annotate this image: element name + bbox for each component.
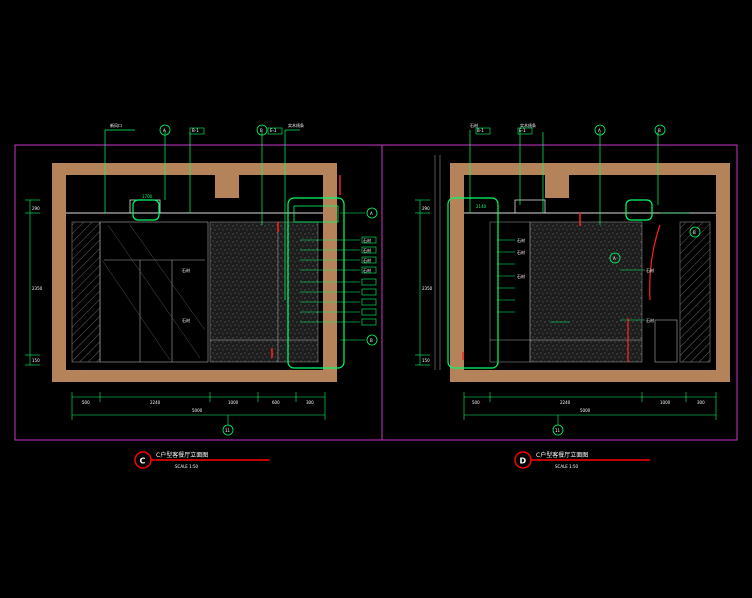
top-dim-d: 2140: [476, 204, 487, 209]
left-dim-c-2: 150: [32, 358, 40, 363]
hatched-panel-d: [679, 221, 711, 363]
top-dim-c: 1700: [142, 194, 153, 199]
left-dim-d-0: 290: [422, 206, 430, 211]
tag-circle-d-top-1: [594, 124, 606, 136]
label-c-6: 石材: [182, 267, 190, 273]
tag-circle-c-right-1: [366, 207, 378, 219]
drawing-title-c: C户型客餐厅立面图: [156, 451, 208, 459]
overall-dim-c: 5000: [192, 408, 203, 413]
beam-left: [215, 163, 239, 198]
detail-box-c-2: [287, 197, 345, 369]
label-c-1: 实木线条: [288, 122, 304, 128]
label-d-6: 石材: [646, 317, 654, 323]
left-dim-d-2: 150: [422, 358, 430, 363]
bottom-dim-c-2: 1000: [228, 400, 239, 405]
top-tag-d-0: A: [598, 128, 601, 133]
top-tag-sub-d-1: E-1: [519, 128, 526, 133]
title-block-c: C C户型客餐厅立面图 SCALE 1:50: [134, 451, 270, 469]
tag-circle-d-right-1: [609, 252, 621, 264]
label-c-2: 石材: [363, 237, 371, 243]
label-d-3: 石材: [517, 249, 525, 255]
right-tag-c-1: B: [370, 338, 373, 343]
bottom-dim-c-0: 500: [82, 400, 90, 405]
label-d-1: 实木线条: [520, 122, 536, 128]
detail-box-d-1: [447, 197, 499, 369]
tag-circle-d-right-2: [689, 226, 701, 238]
label-c-7: 石材: [182, 317, 190, 323]
tag-circle-c-top-1: [159, 124, 171, 136]
wall-leftside-left: [52, 163, 66, 382]
wall-rightside-right: [716, 163, 730, 382]
elevation-d: [415, 124, 730, 436]
label-d-5: 石材: [646, 267, 654, 273]
top-tag-c-1: B: [260, 128, 263, 133]
axis-circle-d: [552, 424, 564, 436]
bottom-dim-c-1: 2240: [150, 400, 161, 405]
top-tag-sub-c-0: B-1: [192, 128, 199, 133]
wall-rightside-left: [323, 163, 337, 382]
wall-top-left: [52, 163, 337, 175]
hatched-panel-c: [71, 221, 101, 363]
left-dim-d-1: 2350: [422, 286, 433, 291]
wall-top-right: [450, 163, 730, 175]
right-tag-d-0: A: [613, 256, 616, 261]
tag-circle-d-top-2: [654, 124, 666, 136]
top-tag-d-1: B: [658, 128, 661, 133]
wall-leftside-right: [450, 163, 464, 382]
label-c-0: 新风口: [110, 122, 122, 128]
top-tag-sub-d-0: B-1: [477, 128, 484, 133]
label-d-0: 石材: [470, 122, 478, 128]
right-tag-d-1: B: [693, 230, 696, 235]
elevation-c: [25, 124, 378, 436]
label-d-4: 石材: [517, 273, 525, 279]
axis-tag-c: 11: [225, 428, 231, 433]
wall-bottom-left: [52, 370, 337, 382]
drawing-scale-d: SCALE 1:50: [555, 464, 579, 469]
beam-right: [545, 163, 569, 198]
top-tag-sub-c-1: E-1: [270, 128, 277, 133]
wall-bottom-right: [450, 370, 730, 382]
label-d-2: 石材: [517, 237, 525, 243]
label-c-5: 石材: [363, 267, 371, 273]
sheet-frame-right: [381, 144, 738, 441]
label-c-4: 石材: [363, 257, 371, 263]
stone-wall-d: [529, 221, 643, 363]
drawing-id-d: D: [520, 457, 527, 466]
bottom-dim-d-2: 1000: [660, 400, 671, 405]
left-dim-c-1: 2350: [32, 286, 43, 291]
left-dim-c-0: 290: [32, 206, 40, 211]
detail-box-d-2: [625, 199, 653, 221]
drawing-title-d: C户型客餐厅立面图: [536, 451, 588, 459]
tag-circle-c-top-2: [256, 124, 268, 136]
tag-circle-c-right-2: [366, 334, 378, 346]
bottom-dim-d-0: 500: [472, 400, 480, 405]
drawing-scale-c: SCALE 1:50: [175, 464, 199, 469]
axis-tag-d: 11: [555, 428, 561, 433]
top-tag-c-0: A: [163, 128, 166, 133]
bottom-dim-d-1: 2240: [560, 400, 571, 405]
drawing-id-c: C: [140, 457, 146, 466]
overall-dim-d: 5000: [580, 408, 591, 413]
bottom-dim-d-3: 300: [697, 400, 705, 405]
stone-wall-c: [209, 221, 279, 363]
title-block-d: D C户型客餐厅立面图 SCALE 1:50: [514, 451, 650, 469]
detail-box-c-1: [132, 199, 160, 221]
axis-circle-c: [222, 424, 234, 436]
bottom-dim-c-4: 300: [306, 400, 314, 405]
bottom-dim-c-3: 600: [272, 400, 280, 405]
right-tag-c-0: A: [370, 211, 373, 216]
label-c-3: 石材: [363, 247, 371, 253]
